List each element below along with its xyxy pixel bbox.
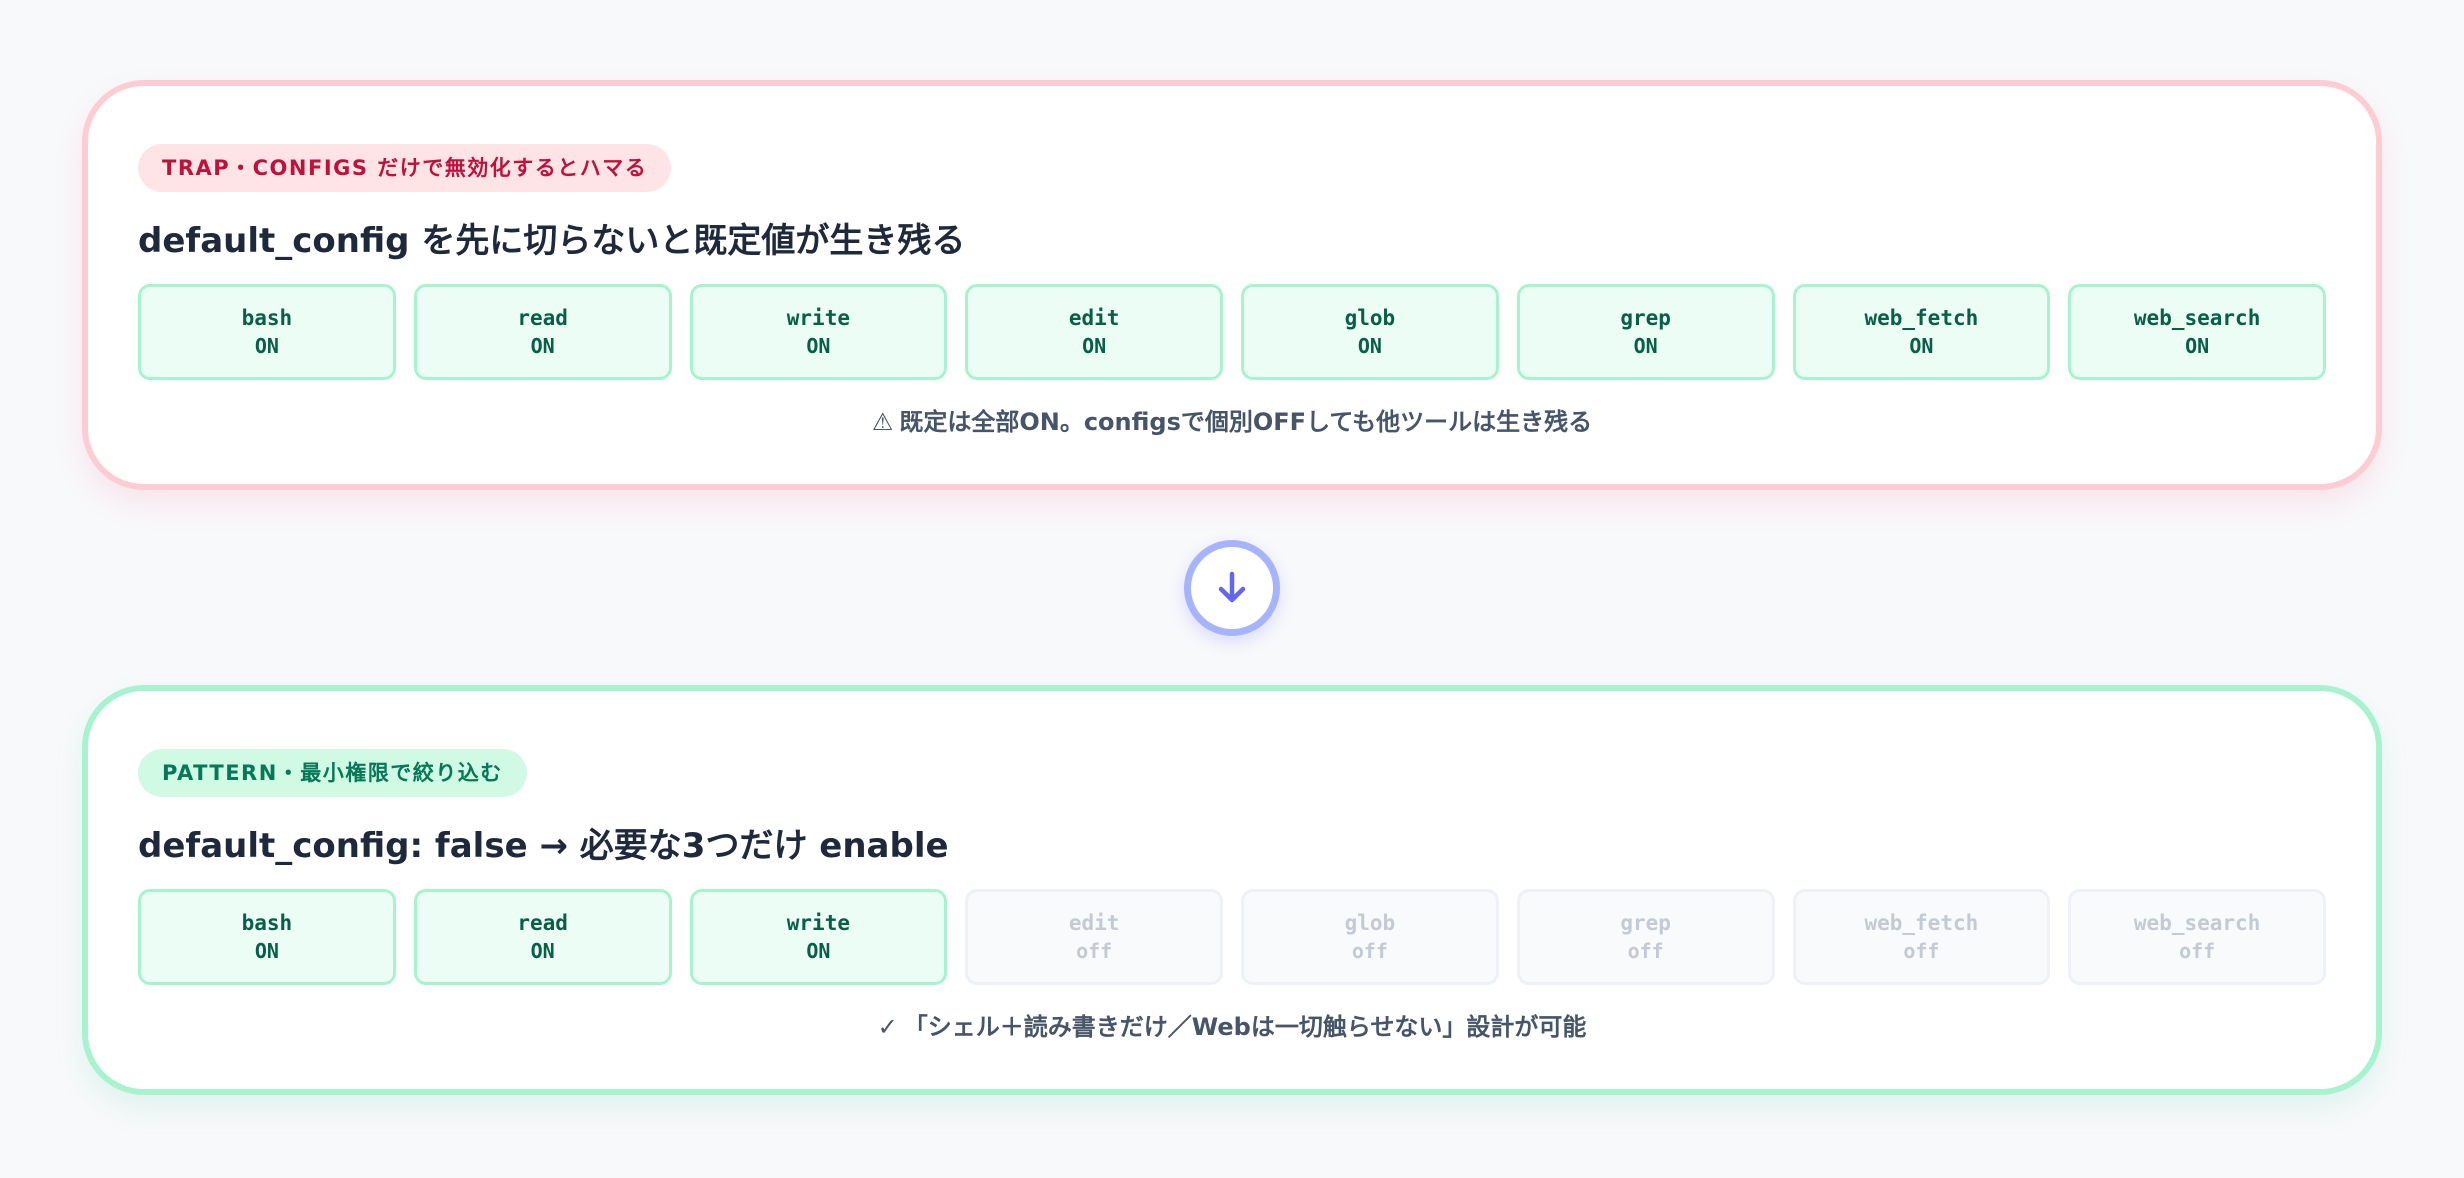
tool-name: bash	[241, 306, 293, 330]
tool-name: web_search	[2133, 911, 2261, 935]
tool-state: ON	[1357, 334, 1382, 358]
pattern-tag: PATTERN・最小権限で絞り込む	[138, 749, 527, 797]
trap-card: TRAP・CONFIGS だけで無効化するとハマる default_config…	[82, 80, 2382, 490]
tool-name: web_fetch	[1864, 911, 1979, 935]
tool-state: ON	[530, 334, 555, 358]
tool-state: off	[1076, 939, 1113, 963]
tool-chip-edit: edit off	[965, 889, 1223, 985]
pattern-note-text: 「シェル＋読み書きだけ／Webは一切触らせない」設計が可能	[903, 1013, 1587, 1041]
tool-name: glob	[1344, 306, 1396, 330]
trap-tool-row: bash ON read ON write ON edit ON glob ON…	[138, 284, 2326, 380]
tool-name: write	[786, 306, 850, 330]
tool-state: ON	[2185, 334, 2210, 358]
tool-chip-grep: grep ON	[1516, 284, 1775, 380]
tool-state: ON	[254, 334, 279, 358]
tool-chip-glob: glob ON	[1241, 284, 1499, 380]
tool-state: off	[1903, 939, 1940, 963]
tool-chip-write: write ON	[689, 889, 948, 985]
tool-name: edit	[1068, 306, 1120, 330]
pattern-card: PATTERN・最小権限で絞り込む default_config: false …	[82, 685, 2382, 1095]
tool-chip-glob: glob off	[1241, 889, 1499, 985]
tool-name: read	[517, 306, 568, 330]
trap-tag: TRAP・CONFIGS だけで無効化するとハマる	[138, 144, 672, 192]
tool-name: bash	[241, 911, 293, 935]
tool-chip-web-fetch: web_fetch off	[1792, 889, 2051, 985]
tool-state: off	[1627, 939, 1664, 963]
tool-state: ON	[1633, 334, 1658, 358]
tool-name: edit	[1068, 911, 1120, 935]
tool-chip-edit: edit ON	[965, 284, 1223, 380]
pattern-title: default_config: false → 必要な3つだけ enable	[138, 826, 949, 866]
tool-chip-read: read ON	[413, 284, 672, 380]
tool-chip-web-search: web_search off	[2068, 889, 2326, 985]
trap-title: default_config を先に切らないと既定値が生き残る	[138, 221, 966, 261]
tool-state: off	[2179, 939, 2216, 963]
tool-chip-grep: grep off	[1516, 889, 1775, 985]
tool-state: ON	[530, 939, 555, 963]
tool-name: web_search	[2133, 306, 2261, 330]
tool-chip-web-search: web_search ON	[2068, 284, 2326, 380]
tool-state: ON	[806, 334, 831, 358]
trap-note: ⚠既定は全部ON。configsで個別OFFしても他ツールは生き残る	[138, 402, 2326, 437]
arrow-down-glyph	[1218, 571, 1246, 603]
tool-chip-write: write ON	[689, 284, 948, 380]
tool-name: read	[517, 911, 568, 935]
tool-state: ON	[1082, 334, 1107, 358]
tool-chip-bash: bash ON	[138, 284, 396, 380]
tool-state: ON	[806, 939, 831, 963]
tool-name: grep	[1620, 911, 1671, 935]
tool-name: grep	[1620, 306, 1671, 330]
tool-name: glob	[1344, 911, 1396, 935]
pattern-note: ✓「シェル＋読み書きだけ／Webは一切触らせない」設計が可能	[138, 1007, 2326, 1042]
arrow-down-icon	[1184, 540, 1280, 636]
tool-chip-read: read ON	[413, 889, 672, 985]
warning-icon: ⚠	[871, 408, 894, 436]
tool-name: web_fetch	[1864, 306, 1979, 330]
trap-note-text: 既定は全部ON。configsで個別OFFしても他ツールは生き残る	[899, 408, 1593, 436]
tool-state: ON	[254, 939, 279, 963]
tool-state: ON	[1909, 334, 1934, 358]
tool-name: write	[786, 911, 850, 935]
tool-chip-web-fetch: web_fetch ON	[1792, 284, 2051, 380]
tool-chip-bash: bash ON	[138, 889, 396, 985]
pattern-tool-row: bash ON read ON write ON edit off glob o…	[138, 889, 2326, 985]
tool-state: off	[1351, 939, 1388, 963]
check-icon: ✓	[877, 1013, 898, 1041]
